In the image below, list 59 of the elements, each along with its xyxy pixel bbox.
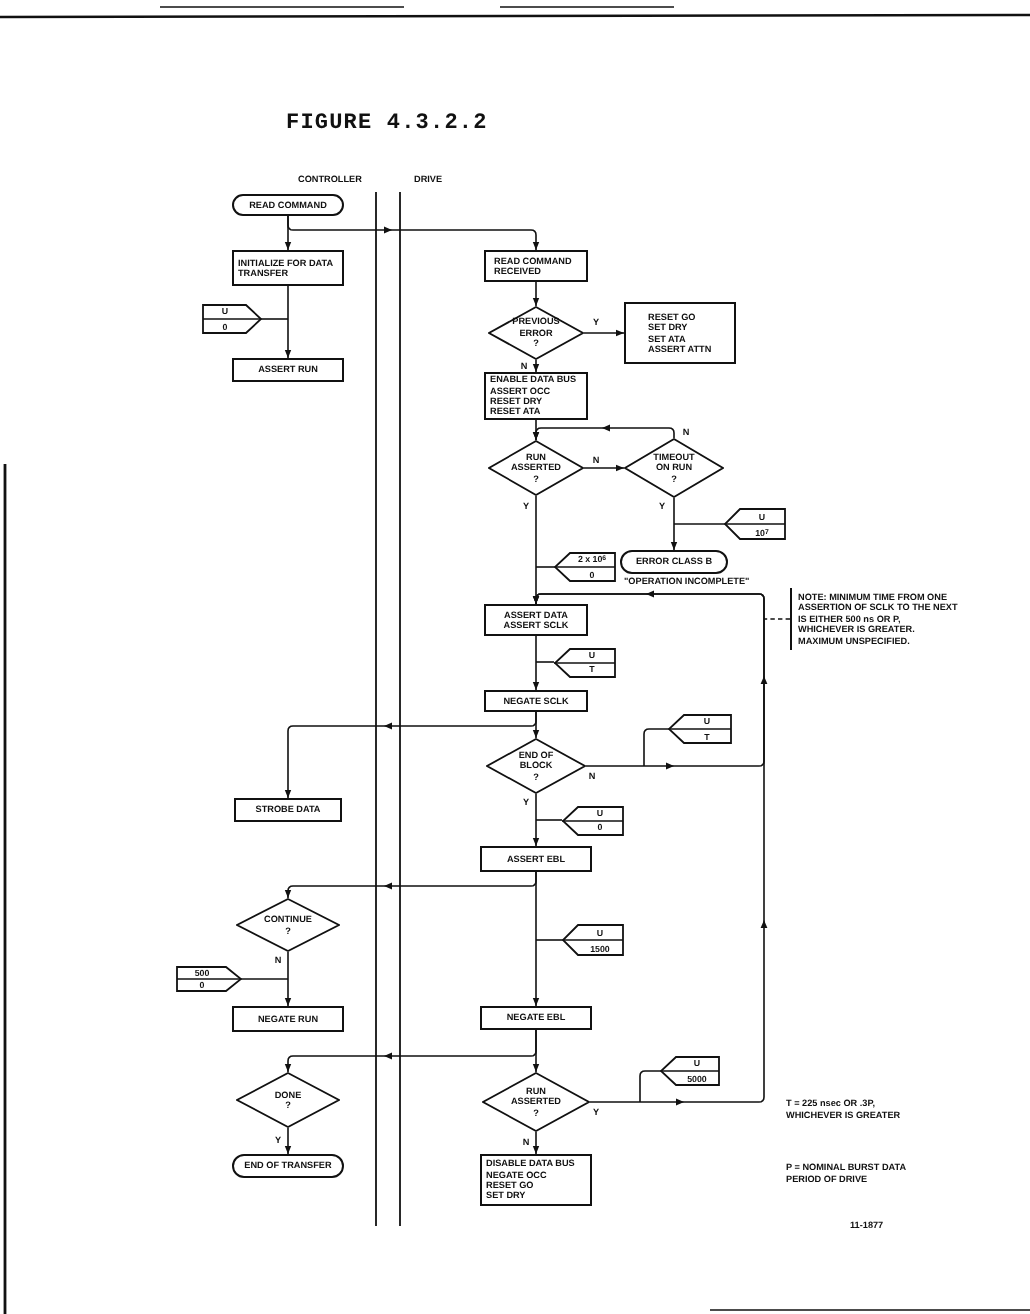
process-box xyxy=(484,690,588,712)
flow-arrow xyxy=(532,793,540,847)
process-box xyxy=(480,1006,592,1030)
flow-arrow xyxy=(532,635,540,691)
figure-title: FIGURE 4.3.2.2 xyxy=(286,112,488,136)
leader-line xyxy=(535,566,555,568)
timing-tag xyxy=(202,304,262,334)
leader-line xyxy=(535,661,555,663)
process-box xyxy=(480,1154,592,1206)
flow-arrow xyxy=(532,427,675,441)
decision-diamond xyxy=(482,1072,590,1132)
process-box xyxy=(624,302,736,364)
decision-diamond xyxy=(236,898,340,952)
process-box xyxy=(234,798,342,822)
leader-line xyxy=(535,819,563,821)
flow-arrow xyxy=(284,951,292,1007)
leader-line xyxy=(673,523,725,525)
flow-arrow xyxy=(284,711,537,799)
flow-arrow xyxy=(532,281,540,307)
process-box xyxy=(232,1006,344,1032)
leader-line xyxy=(261,318,289,320)
decision-diamond xyxy=(488,440,584,496)
decision-diamond xyxy=(488,306,584,360)
terminal-shape xyxy=(620,550,728,574)
leader-line xyxy=(639,1070,661,1103)
process-box xyxy=(484,604,588,636)
leader-line xyxy=(241,978,289,980)
timing-tag xyxy=(562,924,624,956)
timing-tag xyxy=(554,647,616,677)
flow-arrow xyxy=(583,464,625,472)
flow-arrow xyxy=(532,593,765,1103)
leader-line xyxy=(535,939,563,941)
flow-arrow xyxy=(284,285,292,359)
flow-arrow xyxy=(583,329,625,337)
timing-tag xyxy=(724,508,786,540)
flow-arrow xyxy=(532,359,540,373)
leader-line xyxy=(643,728,669,767)
timing-tag xyxy=(554,552,616,582)
flow-arrow xyxy=(284,1029,537,1073)
decision-diamond xyxy=(236,1072,340,1128)
terminal-shape xyxy=(232,1154,344,1178)
leader-line xyxy=(763,618,791,620)
timing-tag xyxy=(660,1056,720,1086)
flow-arrow xyxy=(284,871,537,899)
flow-arrow xyxy=(670,497,678,551)
process-box xyxy=(480,846,592,872)
decision-diamond xyxy=(624,438,724,498)
timing-tag xyxy=(562,805,624,835)
flow-arrow xyxy=(284,1127,292,1155)
flow-arrow xyxy=(287,215,540,251)
process-box xyxy=(484,372,588,420)
timing-tag xyxy=(668,714,732,744)
flow-arrow xyxy=(532,1131,540,1155)
timing-tag xyxy=(176,966,242,992)
process-box xyxy=(232,358,344,382)
decision-diamond xyxy=(486,738,586,794)
process-box xyxy=(232,250,344,286)
process-box xyxy=(484,250,588,282)
terminal-shape xyxy=(232,194,344,216)
